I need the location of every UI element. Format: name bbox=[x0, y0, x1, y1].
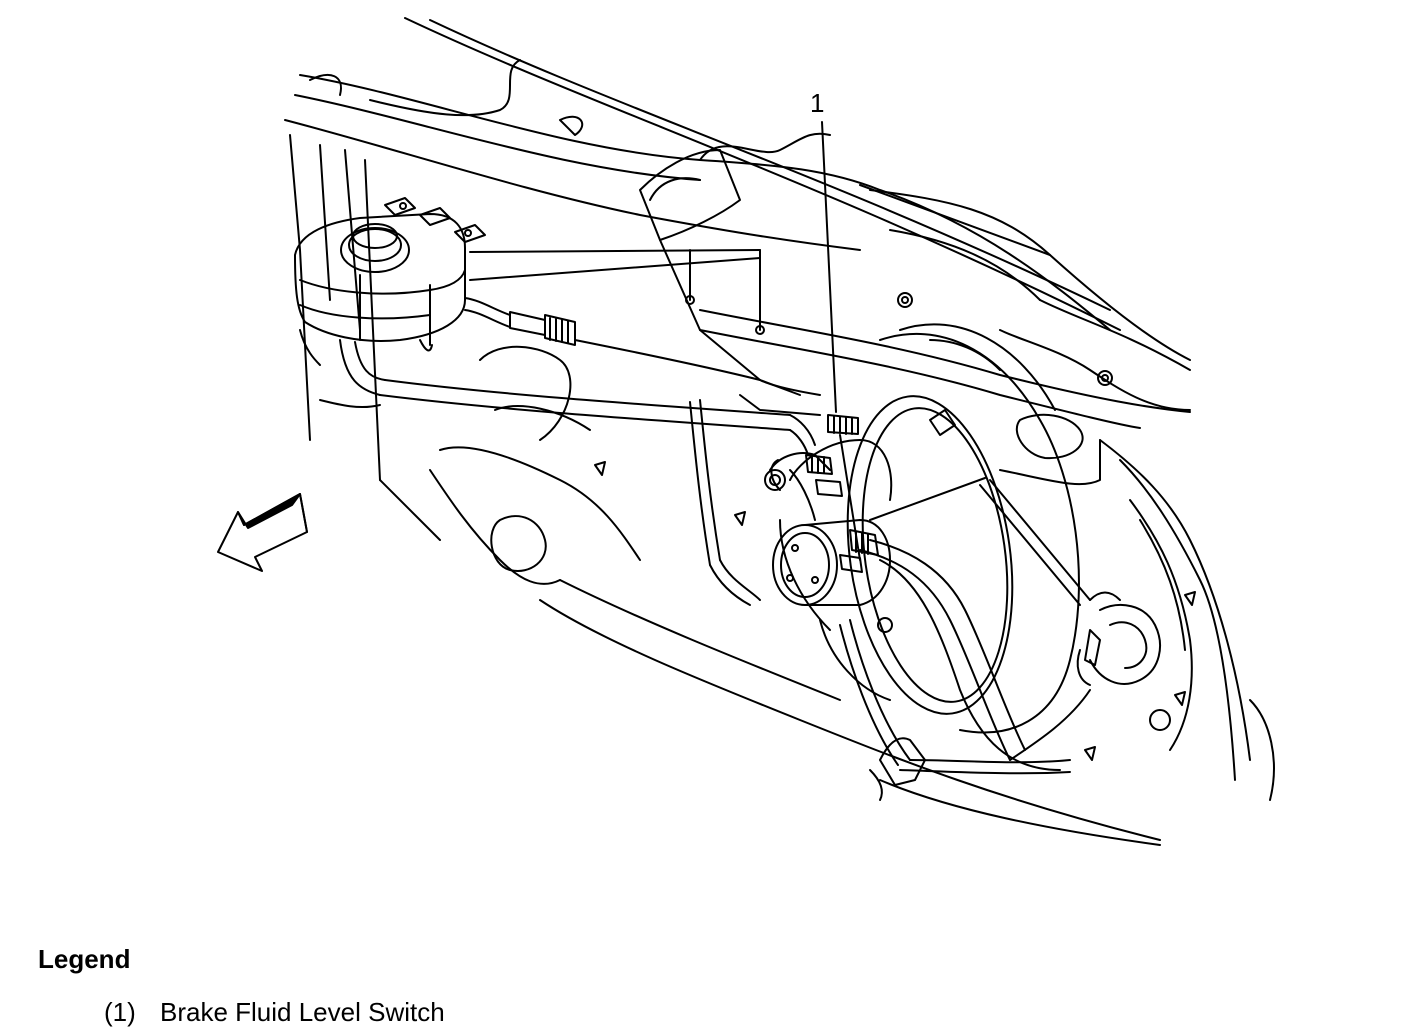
cowl-panel bbox=[294, 17, 1121, 331]
callout-number-1: 1 bbox=[810, 88, 824, 118]
mounting-bolts bbox=[764, 469, 893, 633]
fluid-reservoir bbox=[294, 197, 486, 396]
firewall-panel bbox=[284, 119, 1161, 846]
brake-booster bbox=[779, 323, 1080, 734]
brake-fluid-level-switch bbox=[805, 414, 859, 497]
electrical-connector bbox=[1076, 604, 1161, 686]
strut-brace bbox=[699, 309, 1191, 486]
forward-arrow-icon bbox=[217, 493, 308, 572]
legend-title: Legend bbox=[38, 944, 131, 974]
brake-system-illustration: 1 bbox=[217, 17, 1275, 846]
reservoir-bracket bbox=[639, 149, 821, 416]
reservoir-hose bbox=[464, 297, 576, 346]
master-cylinder bbox=[769, 452, 891, 606]
brake-lines bbox=[379, 339, 1121, 801]
legend-item-label: Brake Fluid Level Switch bbox=[160, 997, 445, 1027]
legend-item-number: (1) bbox=[104, 997, 136, 1027]
legend-item: (1) Brake Fluid Level Switch bbox=[104, 997, 445, 1028]
callout-leaders bbox=[469, 121, 986, 561]
inner-fender bbox=[869, 189, 1275, 801]
